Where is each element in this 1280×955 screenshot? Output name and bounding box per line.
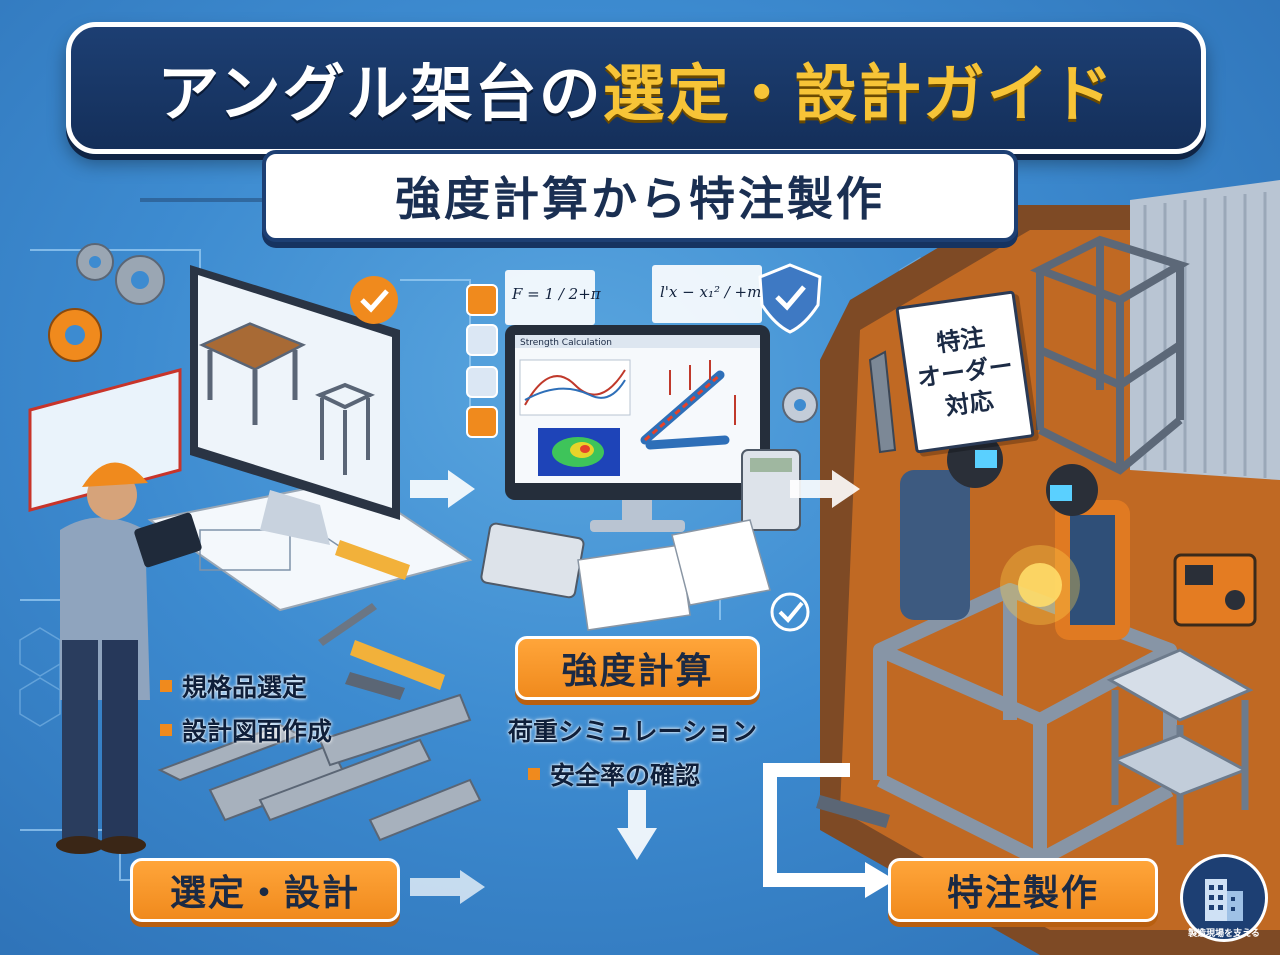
page-title: アングル架台の選定・設計ガイド	[157, 43, 1115, 133]
list-item: 安全率の確認	[528, 756, 757, 792]
calculation-bullet-1: 荷重シミュレーション	[508, 717, 758, 746]
title-part-2: 選定・設計ガイド	[602, 57, 1115, 130]
step-label-design: 選定・設計	[130, 858, 400, 922]
subtitle-banner: 強度計算から特注製作	[262, 150, 1018, 242]
calculation-bullet-list: 荷重シミュレーション 安全率の確認	[508, 712, 757, 800]
step-label-fabrication: 特注製作	[888, 858, 1158, 922]
list-item: 規格品選定	[160, 668, 332, 704]
step-label-calculation: 強度計算	[515, 636, 760, 700]
custom-order-sign-text: 特注 オーダー 対応	[915, 323, 1015, 421]
formula-top-right: l'x − x₁² / +m	[660, 283, 762, 301]
title-part-1: アングル架台の	[157, 57, 603, 130]
custom-order-sign: 特注 オーダー 対応	[895, 290, 1035, 454]
design-bullet-1: 規格品選定	[182, 673, 308, 702]
title-banner: アングル架台の選定・設計ガイド	[66, 22, 1206, 154]
subtitle: 強度計算から特注製作	[395, 172, 885, 226]
design-bullet-list: 規格品選定 設計図面作成	[160, 668, 332, 756]
logo-badge-text: 製造現場を支える	[1188, 929, 1260, 939]
bullet-square-icon	[160, 680, 172, 692]
list-item: 荷重シミュレーション	[508, 712, 757, 748]
formula-top-left: F = 1 / 2+π	[512, 285, 601, 303]
screen-title: Strength Calculation	[520, 338, 612, 348]
bullet-square-icon	[160, 724, 172, 736]
logo-badge	[1180, 854, 1268, 942]
building-icon	[1205, 879, 1243, 921]
calculation-bullet-2: 安全率の確認	[550, 761, 701, 790]
design-bullet-2: 設計図面作成	[182, 717, 333, 746]
bullet-square-icon	[528, 768, 540, 780]
list-item: 設計図面作成	[160, 712, 332, 748]
